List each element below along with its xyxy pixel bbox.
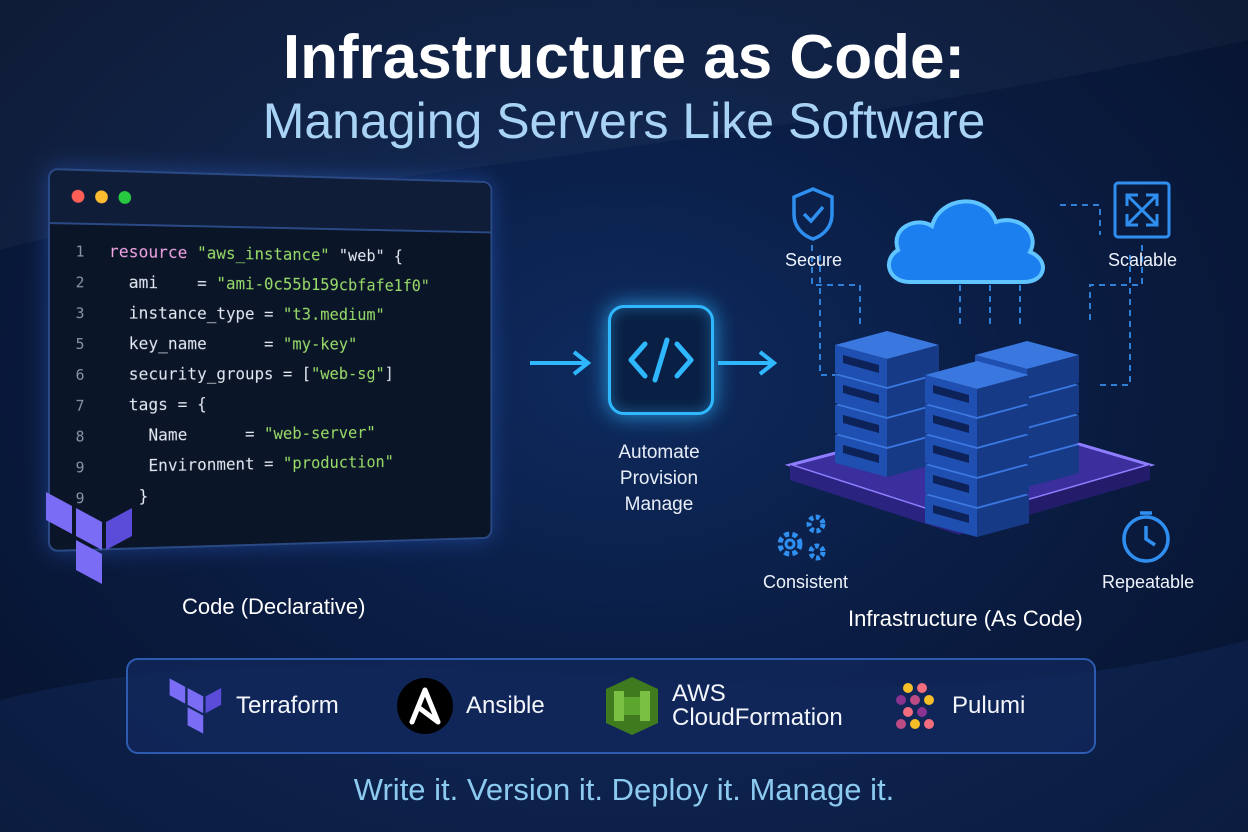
step-manage: Manage — [590, 494, 728, 516]
code-token: "my-key" — [283, 335, 357, 354]
pulumi-dot — [924, 719, 934, 729]
code-token: "web-server" — [264, 424, 376, 444]
tagline: Write it. Version it. Deploy it. Manage … — [0, 772, 1248, 808]
line-number: 6 — [76, 360, 109, 391]
tool-name: Pulumi — [952, 694, 1025, 718]
line-number: 5 — [76, 329, 109, 360]
subtitle: Managing Servers Like Software — [0, 92, 1248, 150]
tool-name: Terraform — [236, 694, 339, 718]
pulumi-dot — [896, 695, 906, 705]
infrastructure-caption: Infrastructure (As Code) — [848, 606, 1083, 632]
tool-name: AWS CloudFormation — [672, 682, 843, 730]
code-line: 6 security_groups = ["web-sg"] — [76, 360, 482, 391]
pulumi-dot — [924, 695, 934, 705]
close-dot-icon[interactable] — [72, 190, 85, 203]
pulumi-dot — [917, 707, 927, 717]
code-line: 3 instance_type = "t3.medium" — [76, 298, 482, 331]
tool-name: Ansible — [466, 694, 545, 718]
arrow-right-icon — [528, 348, 598, 378]
code-token: key_name = — [109, 334, 283, 354]
code-token: ami = — [109, 273, 217, 294]
minimize-dot-icon[interactable] — [95, 190, 108, 203]
code-brackets-icon — [608, 305, 714, 415]
code-token: security_groups = [ — [109, 365, 311, 385]
line-number: 3 — [76, 298, 109, 329]
tool-cloudformation[interactable]: AWS CloudFormation — [604, 660, 843, 752]
cloudformation-icon — [604, 675, 660, 737]
tool-name-line2: CloudFormation — [672, 706, 843, 730]
maximize-dot-icon[interactable] — [119, 191, 132, 204]
main-title: Infrastructure as Code: — [0, 22, 1248, 93]
pulumi-dot — [910, 719, 920, 729]
server-rack — [835, 331, 939, 477]
gears-icon — [770, 510, 832, 566]
feature-secure: Secure — [785, 250, 842, 271]
ansible-icon — [396, 677, 454, 735]
pulumi-dot — [903, 683, 913, 693]
code-token: Name = — [109, 425, 264, 446]
line-number: 9 — [76, 452, 109, 483]
feature-repeatable: Repeatable — [1102, 572, 1194, 593]
pulumi-dot — [917, 683, 927, 693]
window-titlebar — [50, 170, 491, 233]
feature-consistent: Consistent — [763, 572, 848, 593]
code-token: "web" { — [330, 246, 403, 266]
cloud-icon — [880, 186, 1052, 290]
pulumi-dot — [910, 695, 920, 705]
code-block: 1resource "aws_instance" "web" {2 ami = … — [76, 237, 482, 515]
code-line: 2 ami = "ami-0c55b159cbfafe1f0" — [76, 267, 482, 302]
code-token: Environment = — [109, 454, 283, 476]
shield-icon — [790, 186, 836, 242]
code-line: 5 key_name = "my-key" — [76, 329, 482, 360]
pulumi-dot — [896, 719, 906, 729]
code-line: 9 } — [76, 476, 482, 515]
tool-pulumi[interactable]: Pulumi — [890, 660, 1025, 752]
tool-terraform[interactable]: Terraform — [168, 660, 339, 752]
code-token: "aws_instance" — [197, 244, 330, 266]
code-line: 7 tags = { — [76, 389, 482, 422]
feature-scalable: Scalable — [1108, 250, 1177, 271]
step-provision: Provision — [590, 468, 728, 490]
server-rack — [925, 361, 1029, 537]
line-number: 1 — [76, 237, 109, 268]
code-token: resource — [109, 242, 197, 263]
code-token: "ami-0c55b159cbfafe1f0" — [216, 274, 429, 296]
code-token: "web-sg" — [311, 365, 385, 384]
pulumi-icon — [890, 680, 940, 732]
line-number: 7 — [76, 391, 109, 422]
code-token: "t3.medium" — [283, 305, 385, 325]
terraform-icon — [168, 676, 224, 736]
code-token: ] — [385, 365, 394, 384]
code-caption: Code (Declarative) — [182, 594, 365, 620]
code-token: "production" — [283, 453, 394, 474]
line-number: 8 — [76, 421, 109, 452]
line-number: 2 — [76, 267, 109, 298]
tool-name-line1: AWS — [672, 682, 843, 706]
terraform-logo-icon — [44, 488, 136, 588]
tool-ansible[interactable]: Ansible — [396, 660, 545, 752]
expand-arrows-icon — [1112, 180, 1172, 240]
tools-bar: Terraform Ansible AWS CloudFormation Pul… — [126, 658, 1096, 754]
code-token: instance_type = — [109, 304, 283, 325]
pulumi-dot — [903, 707, 913, 717]
clock-icon — [1118, 508, 1174, 566]
code-token: tags = { — [109, 395, 207, 415]
step-automate: Automate — [590, 442, 728, 464]
